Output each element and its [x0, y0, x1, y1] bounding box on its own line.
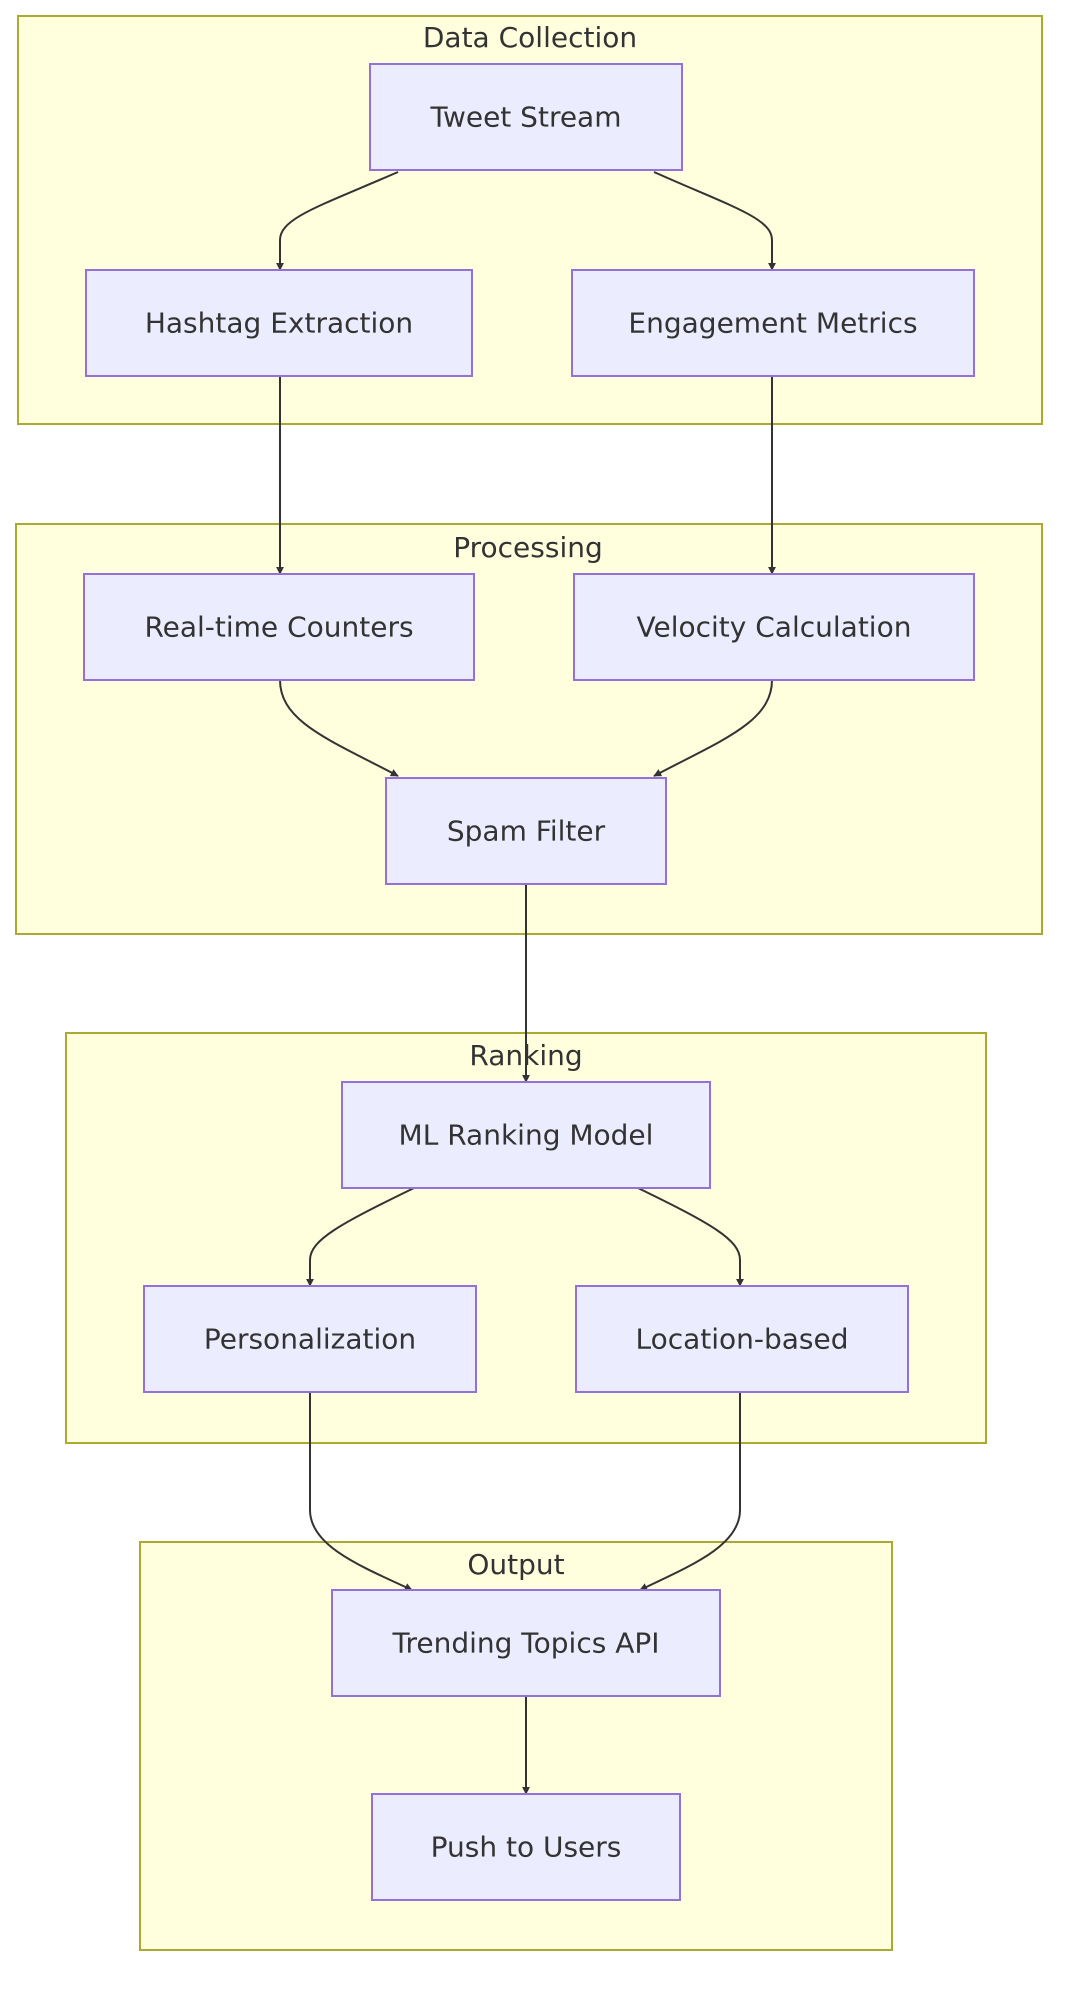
edge-velocity-calculation-to-spam-filter [653, 679, 773, 777]
node-label: Spam Filter [447, 815, 606, 848]
node-personalization[interactable]: Personalization [143, 1285, 477, 1393]
node-label: Real-time Counters [144, 611, 413, 644]
node-label: Hashtag Extraction [145, 307, 413, 340]
cluster-label: Output [467, 1548, 564, 1581]
node-push-to-users[interactable]: Push to Users [371, 1793, 681, 1901]
node-ml-ranking-model[interactable]: ML Ranking Model [341, 1081, 711, 1189]
edges [276, 171, 776, 1795]
edge-personalization-to-trending-topics-api [309, 1392, 413, 1591]
node-velocity-calculation[interactable]: Velocity Calculation [573, 573, 975, 681]
node-real-time-counters[interactable]: Real-time Counters [83, 573, 475, 681]
cluster-label: Data Collection [423, 21, 637, 54]
node-label: Personalization [204, 1323, 416, 1356]
edge-ml-ranking-model-to-personalization [306, 1187, 415, 1287]
edge-tweet-stream-to-hashtag-extraction [276, 171, 399, 271]
node-label: Engagement Metrics [628, 307, 917, 340]
edge-tweet-stream-to-engagement-metrics [653, 171, 776, 271]
node-spam-filter[interactable]: Spam Filter [385, 777, 667, 885]
node-hashtag-extraction[interactable]: Hashtag Extraction [85, 269, 473, 377]
node-label: Location-based [635, 1323, 848, 1356]
node-label: Velocity Calculation [637, 611, 912, 644]
node-label: ML Ranking Model [399, 1119, 654, 1152]
node-location-based[interactable]: Location-based [575, 1285, 909, 1393]
node-label: Push to Users [431, 1831, 622, 1864]
node-tweet-stream[interactable]: Tweet Stream [369, 63, 683, 171]
node-engagement-metrics[interactable]: Engagement Metrics [571, 269, 975, 377]
node-trending-topics-api[interactable]: Trending Topics API [331, 1589, 721, 1697]
edge-location-based-to-trending-topics-api [639, 1392, 741, 1591]
node-label: Trending Topics API [391, 1627, 659, 1660]
cluster-label: Processing [453, 531, 603, 564]
node-label: Tweet Stream [429, 101, 621, 134]
edge-ml-ranking-model-to-location-based [637, 1187, 744, 1287]
edge-real-time-counters-to-spam-filter [279, 679, 399, 777]
